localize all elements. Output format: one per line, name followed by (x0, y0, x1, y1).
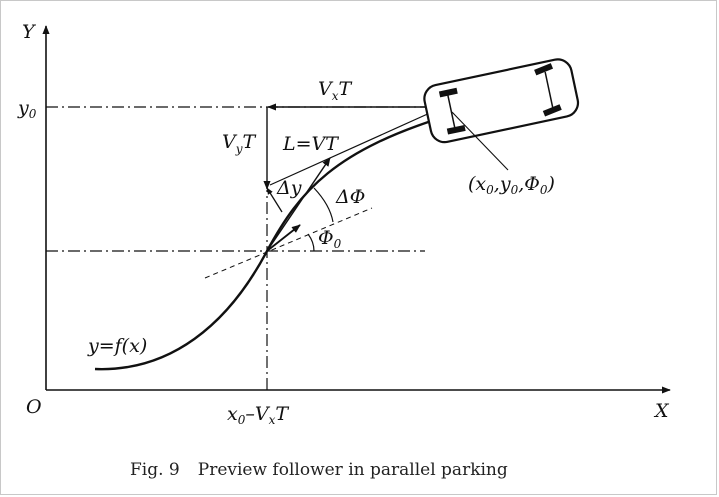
rear-axle (446, 92, 456, 131)
x-tick-label: x0–VxT (227, 403, 289, 427)
curve-label: y=f(x) (87, 335, 147, 357)
rear-right-wheel (446, 124, 466, 135)
delta-phi-label: ΔΦ (335, 186, 365, 208)
delta-phi-arc (313, 187, 334, 223)
figure-number: Fig. 9 (130, 460, 180, 480)
l-vt-line (269, 111, 433, 186)
figure-caption: Fig. 9 Preview follower in parallel parki… (130, 460, 508, 480)
delta-y-label: Δy (276, 177, 302, 199)
vehicle-point-leader (451, 111, 509, 171)
vx-t-label: VxT (318, 78, 353, 103)
origin-label: O (26, 396, 42, 418)
front-axle (544, 71, 554, 110)
vehicle-point-label: (x0,y0,Φ0) (468, 173, 555, 197)
vy-t-label: VyT (222, 131, 257, 156)
x-axis-label: X (653, 400, 670, 422)
front-left-wheel (534, 63, 554, 76)
l-vt-label: L=VT (282, 133, 339, 155)
front-right-wheel (542, 104, 562, 117)
phi0-arc (307, 233, 315, 252)
rear-left-wheel (438, 87, 458, 98)
y0-label: y0 (17, 97, 37, 121)
tangent-line (204, 207, 373, 279)
figure-caption-text: Preview follower in parallel parking (198, 460, 508, 480)
phi0-label: Φ0 (318, 227, 342, 251)
vehicle (423, 58, 580, 144)
y-axis-label: Y (22, 21, 37, 43)
tangent-heading-arrow (266, 224, 301, 252)
vehicle-heading-arrow (266, 157, 331, 252)
vehicle-body (423, 58, 580, 144)
delta-y-arrow (266, 187, 283, 213)
